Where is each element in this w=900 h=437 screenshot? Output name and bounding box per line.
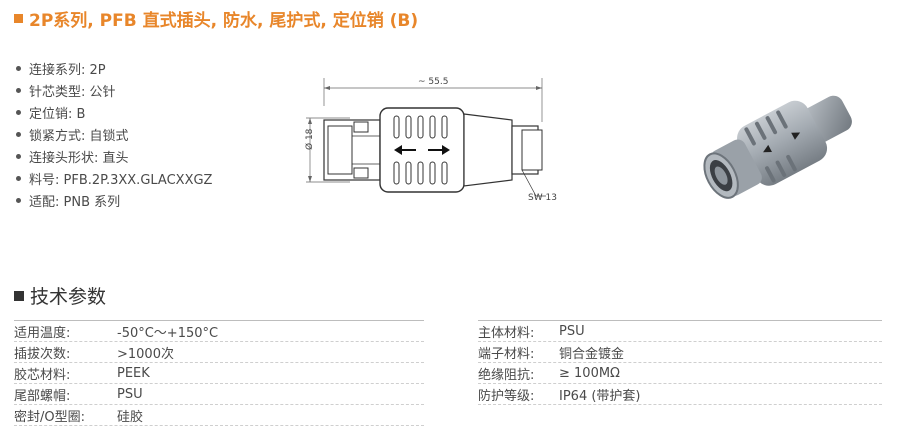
table-row: 胶芯材料:PEEK [14,363,424,384]
length-dimension-label: ~ 55.5 [418,77,448,87]
bullet-icon [16,176,21,181]
table-row: 尾部螺帽:PSU [14,384,424,405]
technical-drawing: ~ 55.5 Ø 18 SW 13 [304,77,557,203]
list-item: 锁紧方式: 自锁式 [16,126,212,148]
params-table-left: 适用温度:-50°C～+150°C 插拔次数:>1000次 胶芯材料:PEEK … [14,320,424,426]
bullet-icon [16,154,21,159]
bullet-icon [16,132,21,137]
params-table-right: 主体材料:PSU 端子材料:铜合金镀金 绝缘阻抗:≥ 100MΩ 防护等级:IP… [478,320,882,405]
table-row: 防护等级:IP64 (带护套) [478,384,882,405]
bullet-icon [16,88,21,93]
table-row: 密封/O型圈:硅胶 [14,405,424,426]
spec-list: 连接系列: 2P 针芯类型: 公针 定位销: B 锁紧方式: 自锁式 连接头形状… [16,60,212,214]
list-item: 适配: PNB 系列 [16,192,212,214]
page-title-text: 2P系列, PFB 直式插头, 防水, 尾护式, 定位销 (B) [29,11,419,31]
arrow-left-icon [394,145,402,155]
list-item: 料号: PFB.2P.3XX.GLACXXGZ [16,170,212,192]
list-item: 定位销: B [16,104,212,126]
wrench-size-label: SW 13 [528,193,557,203]
table-row: 插拔次数:>1000次 [14,342,424,363]
table-row: 适用温度:-50°C～+150°C [14,320,424,342]
bullet-icon [16,66,21,71]
list-item: 连接系列: 2P [16,60,212,82]
page-title: 2P系列, PFB 直式插头, 防水, 尾护式, 定位销 (B) [14,6,418,31]
section-square-icon [14,290,24,301]
connector-photo [703,95,852,199]
table-row: 主体材料:PSU [478,320,882,342]
list-item: 针芯类型: 公针 [16,82,212,104]
title-square-icon [14,14,23,23]
bullet-icon [16,198,21,203]
arrow-right-icon [442,145,450,155]
section-title: 技术参数 [14,282,106,309]
bullet-icon [16,110,21,115]
diameter-dimension-label: Ø 18 [304,128,315,150]
list-item: 连接头形状: 直头 [16,148,212,170]
table-row: 端子材料:铜合金镀金 [478,342,882,363]
table-row: 绝缘阻抗:≥ 100MΩ [478,363,882,384]
